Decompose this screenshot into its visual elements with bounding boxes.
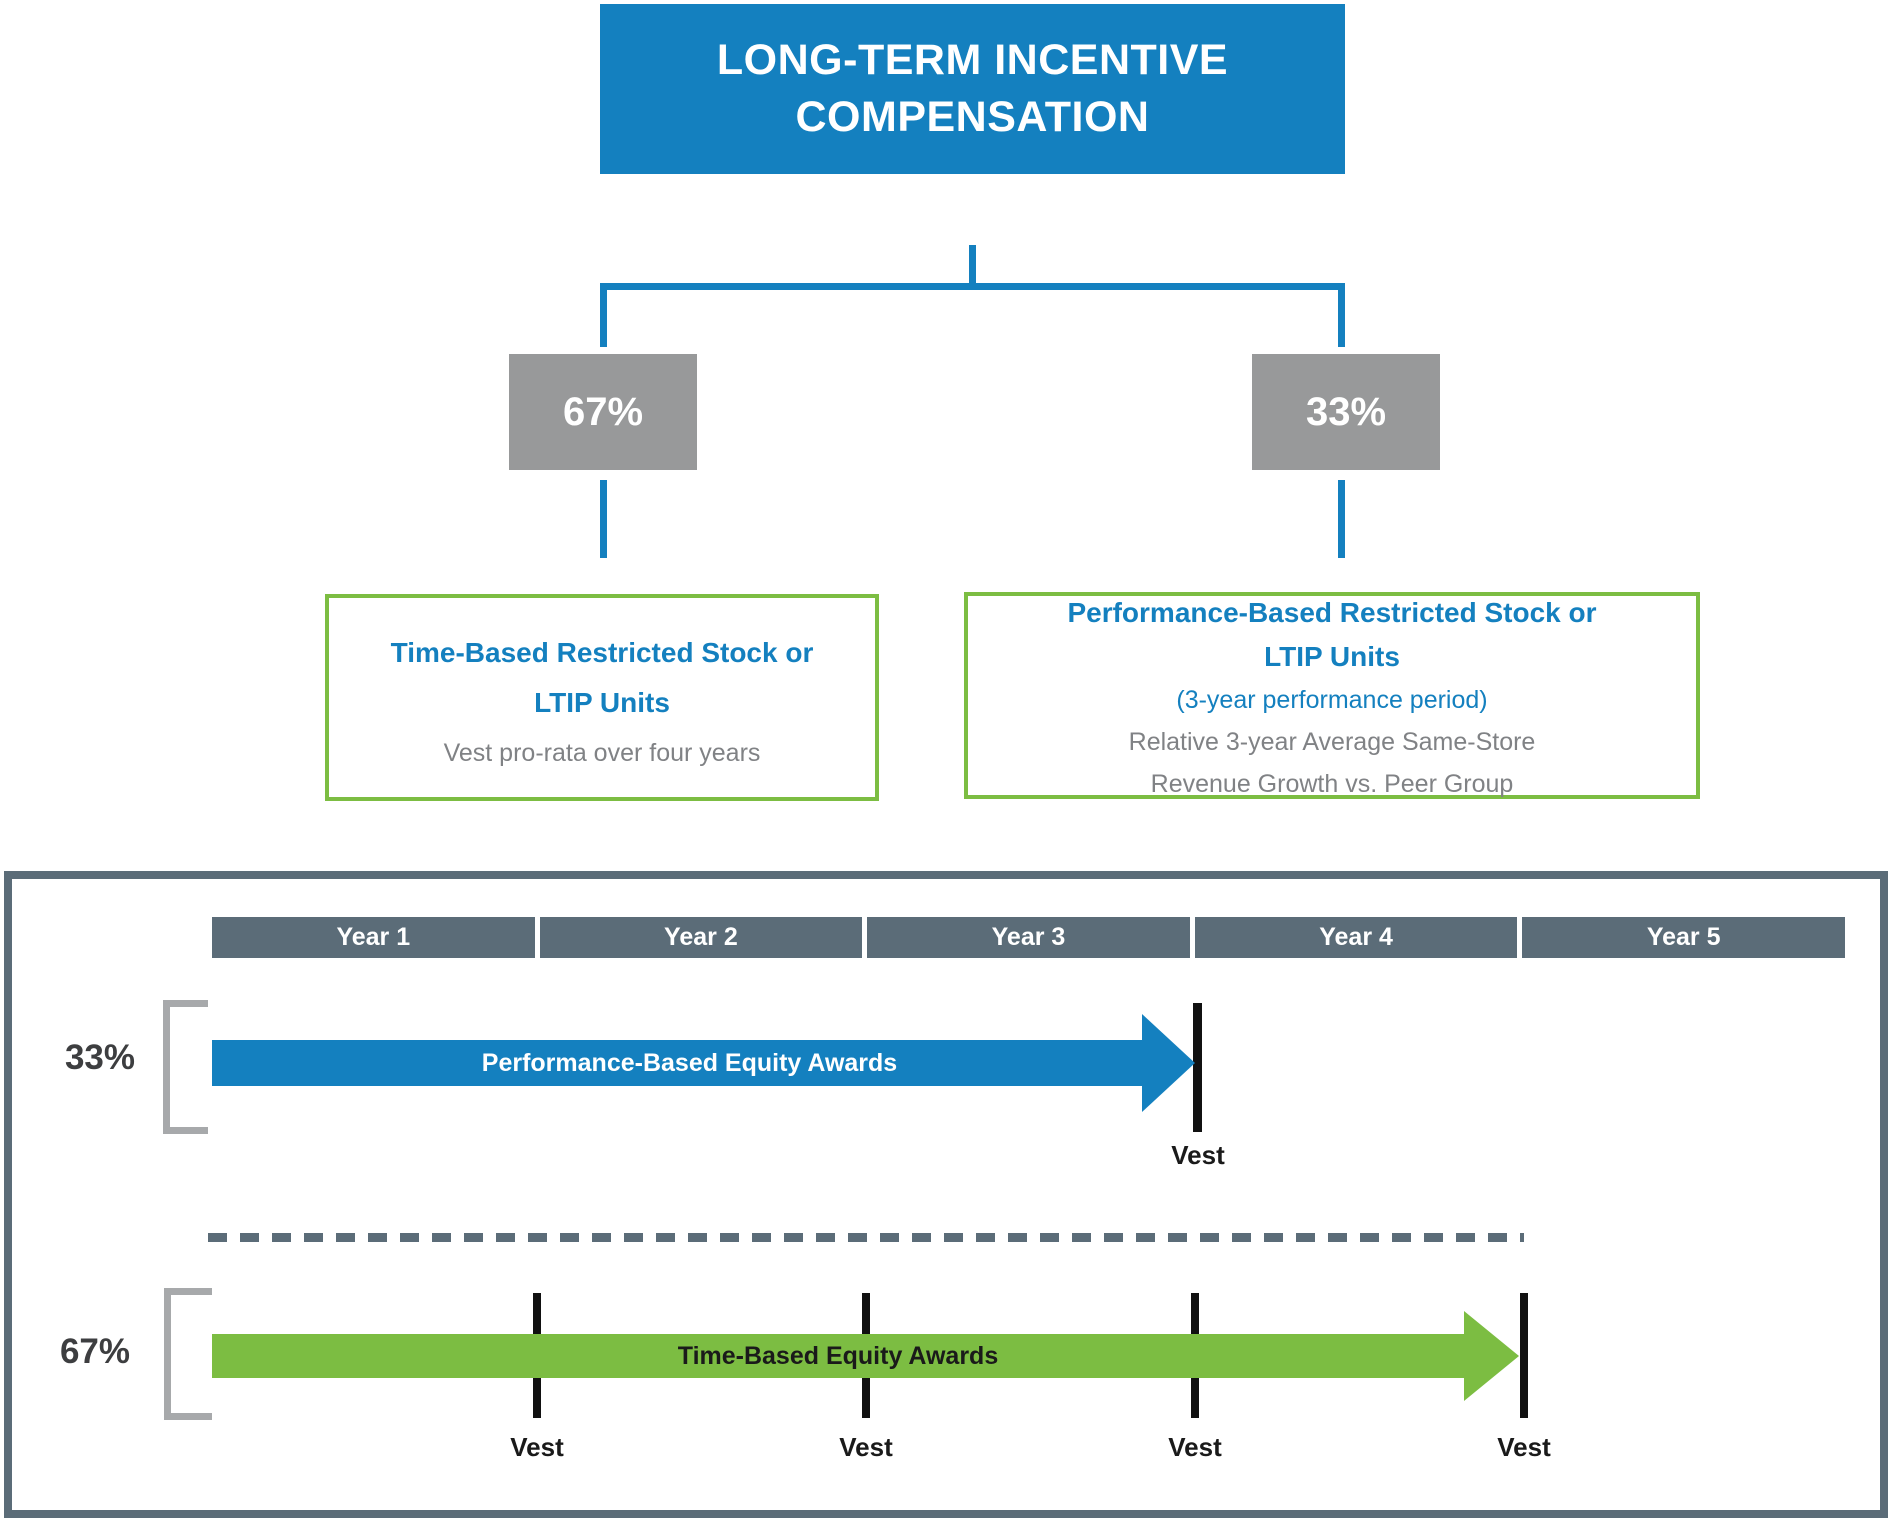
- connector-horizontal: [600, 283, 1345, 290]
- time-vest-label-4: Vest: [1497, 1432, 1551, 1462]
- year-5-header: Year 5: [1522, 917, 1845, 958]
- timeline-panel: [4, 871, 1888, 1518]
- performance-title-line2: LTIP Units: [1264, 640, 1400, 672]
- connector-stem: [969, 245, 976, 290]
- time-based-description: Vest pro-rata over four years: [443, 738, 761, 767]
- time-vest-label-1: Vest: [510, 1432, 564, 1462]
- time-arrow-head: [1464, 1311, 1519, 1401]
- dashed-divider: [208, 1233, 1524, 1242]
- year-3-header: Year 3: [867, 917, 1190, 958]
- time-based-detail-box: Time-Based Restricted Stock or LTIP Unit…: [325, 594, 879, 801]
- performance-arrow-body: [212, 1040, 1142, 1086]
- performance-row-percent: 33%: [64, 1038, 136, 1077]
- year-header-band: Year 1 Year 2 Year 3 Year 4 Year 5: [212, 917, 1845, 958]
- performance-arrow-head: [1142, 1014, 1195, 1112]
- performance-detail-line1: Relative 3-year Average Same-Store: [1128, 727, 1536, 756]
- time-vest-label-3: Vest: [1168, 1432, 1222, 1462]
- time-arrow-body: [212, 1334, 1464, 1378]
- connector-right-drop: [1338, 480, 1345, 558]
- connector-left-drop: [600, 480, 607, 558]
- year-1-header: Year 1: [212, 917, 535, 958]
- time-vest-label-2: Vest: [839, 1432, 893, 1462]
- header-title-box: LONG-TERM INCENTIVE COMPENSATION: [600, 4, 1345, 174]
- performance-detail-box: Performance-Based Restricted Stock or LT…: [964, 592, 1700, 799]
- performance-row-bracket: [163, 1000, 208, 1134]
- time-based-percent-box: 67%: [509, 354, 697, 470]
- time-row-bracket: [164, 1288, 212, 1420]
- time-vest-tick-4: [1520, 1293, 1528, 1418]
- connector-left-vertical: [600, 283, 607, 347]
- performance-detail-line2: Revenue Growth vs. Peer Group: [1150, 769, 1514, 798]
- header-title-line2: COMPENSATION: [795, 93, 1150, 141]
- performance-percent-box: 33%: [1252, 354, 1440, 470]
- performance-arrow-label: Performance-Based Equity Awards: [481, 1048, 898, 1077]
- header-title-line1: LONG-TERM INCENTIVE: [716, 36, 1229, 84]
- time-row-percent: 67%: [59, 1332, 131, 1371]
- time-based-title-line2: LTIP Units: [534, 686, 670, 718]
- performance-title-line1: Performance-Based Restricted Stock or: [1067, 596, 1597, 628]
- performance-vest-label: Vest: [1171, 1140, 1225, 1170]
- time-arrow-label: Time-Based Equity Awards: [677, 1341, 999, 1370]
- performance-period-note: (3-year performance period): [1176, 685, 1488, 714]
- performance-vest-tick: [1193, 1003, 1202, 1132]
- time-based-title-line1: Time-Based Restricted Stock or: [390, 636, 814, 668]
- connector-right-vertical: [1338, 283, 1345, 347]
- year-2-header: Year 2: [539, 917, 863, 958]
- year-4-header: Year 4: [1194, 917, 1518, 958]
